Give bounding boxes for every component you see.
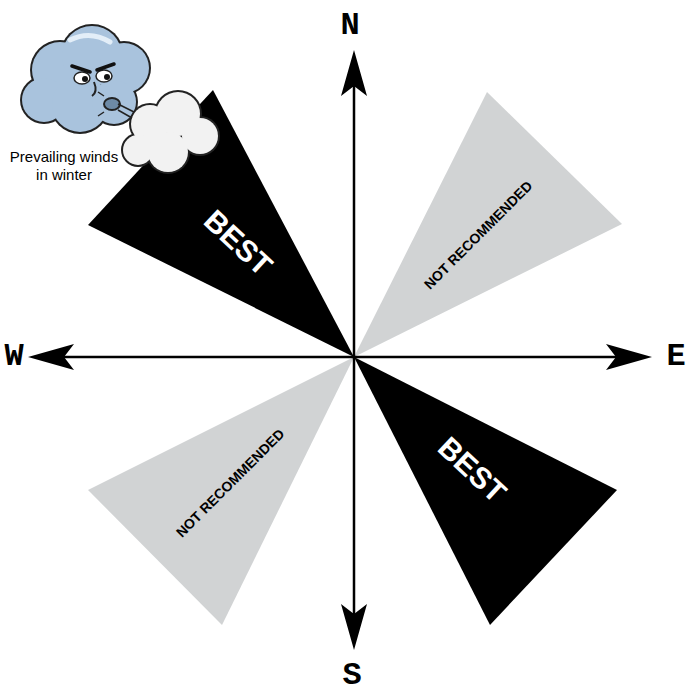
not-recommended-wedge: NOT RECOMMENDED — [88, 357, 354, 625]
compass-axes — [28, 50, 652, 650]
wedge-label: BEST — [433, 432, 512, 509]
wedge-fill — [354, 92, 622, 357]
compass-point: S — [343, 660, 362, 692]
wedge-label: BEST — [199, 205, 278, 282]
wedge-fill — [88, 90, 354, 357]
wedge-fill — [354, 357, 617, 625]
north-arrowhead — [341, 50, 367, 96]
west-arrowhead — [28, 344, 74, 370]
north-south-axis — [353, 84, 356, 616]
best-wedge: BEST — [354, 357, 617, 625]
wind-cloud — [20, 24, 151, 134]
compass-point: E — [667, 341, 686, 373]
south-arrowhead — [341, 604, 367, 650]
best-wedge: BEST — [88, 90, 354, 357]
east-arrowhead — [606, 344, 652, 370]
compass-point: N — [341, 10, 360, 42]
wedge-label: NOT RECOMMENDED — [421, 178, 534, 291]
wedge-fill — [88, 357, 354, 625]
west-east-axis — [62, 356, 618, 359]
compass-point: W — [5, 341, 24, 373]
not-recommended-wedge: NOT RECOMMENDED — [354, 92, 622, 357]
wedge-label: NOT RECOMMENDED — [173, 426, 286, 539]
wind-note: Prevailing winds in winter — [8, 148, 120, 184]
